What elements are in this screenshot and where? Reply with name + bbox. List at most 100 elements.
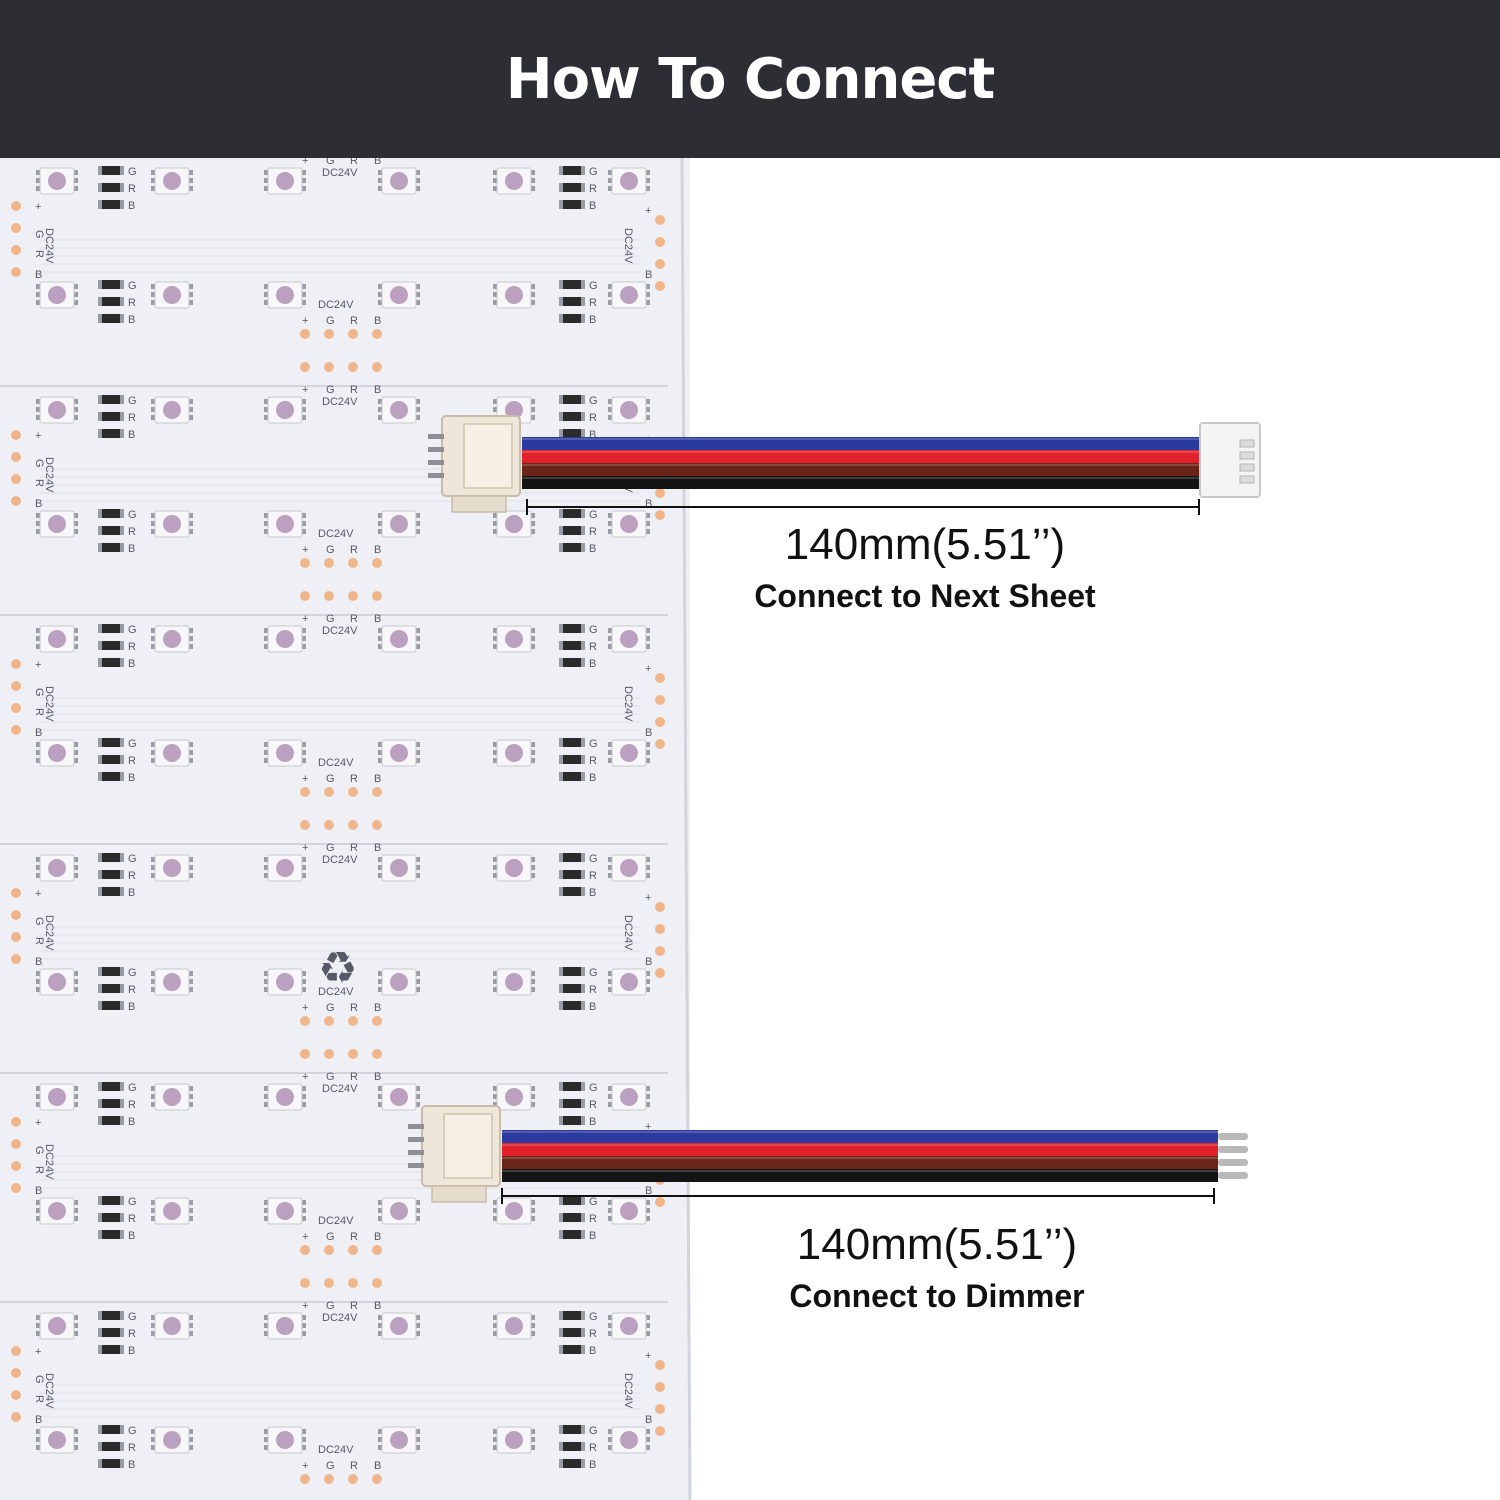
led-lead (36, 1216, 40, 1221)
resistor-lead (559, 526, 563, 535)
resistor-lead (98, 297, 102, 306)
resistor-lead (98, 1230, 102, 1239)
led-lead (151, 170, 155, 175)
resistor-lead (98, 984, 102, 993)
pin-label: B (35, 727, 42, 739)
recycle-icon: ♻ (318, 944, 357, 993)
led-lead (531, 529, 535, 534)
resistor-lead (581, 772, 585, 781)
solder-pad (324, 329, 334, 339)
led-lead (36, 873, 40, 878)
resistor-lead (98, 1328, 102, 1337)
led-lead (151, 750, 155, 755)
resistor (563, 984, 581, 993)
led-lead (74, 407, 78, 412)
led-lens (390, 859, 408, 877)
resistor-lead (559, 658, 563, 667)
led-lead (264, 407, 268, 412)
led-lead (416, 644, 420, 649)
led-lead (646, 300, 650, 305)
led-lead (36, 750, 40, 755)
led-lead (646, 1208, 650, 1213)
resistor (102, 1082, 120, 1091)
resistor-lead (98, 1345, 102, 1354)
led-lead (36, 1437, 40, 1442)
led-lead (531, 407, 535, 412)
led-lead (378, 300, 382, 305)
led-lead (531, 1437, 535, 1442)
resistor-pin-label: G (128, 738, 137, 750)
page-title: How To Connect (505, 46, 996, 112)
resistor (102, 641, 120, 650)
resistor-pin-label: R (589, 1213, 597, 1225)
resistor-lead (559, 395, 563, 404)
resistor-pin-label: R (128, 297, 136, 309)
resistor (102, 509, 120, 518)
solder-pad (655, 444, 665, 454)
rgb-led (493, 167, 535, 195)
led-lead (493, 1429, 497, 1434)
led-lead (378, 636, 382, 641)
resistor (563, 1196, 581, 1205)
led-lead (189, 636, 193, 641)
resistor-lead (120, 543, 124, 552)
led-lead (378, 1331, 382, 1336)
resistor-lead (581, 1099, 585, 1108)
led-lead (151, 1102, 155, 1107)
pin-label: + (35, 1346, 41, 1358)
led-lead (608, 1200, 612, 1205)
resistor (102, 984, 120, 993)
led-lead (493, 284, 497, 289)
led-lens (505, 515, 523, 533)
resistor (102, 1213, 120, 1222)
solder-pad (348, 1016, 358, 1026)
led-lead (531, 1323, 535, 1328)
resistor-lead (120, 200, 124, 209)
led-lead (302, 742, 306, 747)
solder-pad (655, 717, 665, 727)
resistor-lead (581, 1442, 585, 1451)
led-lens (48, 401, 66, 419)
rgb-led (264, 396, 306, 424)
resistor (102, 526, 120, 535)
rgb-led (264, 167, 306, 195)
resistor (563, 412, 581, 421)
resistor-pin-label: G (589, 1311, 598, 1323)
resistor (563, 738, 581, 747)
resistor-pin-label: B (128, 1230, 135, 1242)
led-lead (302, 1315, 306, 1320)
rgb-led (493, 1312, 535, 1340)
led-lead (264, 1102, 268, 1107)
solder-pad (655, 968, 665, 978)
led-lead (646, 636, 650, 641)
led-lead (302, 529, 306, 534)
resistor-lead (581, 887, 585, 896)
led-lead (151, 1216, 155, 1221)
led-lead (189, 1445, 193, 1450)
resistor (102, 1425, 120, 1434)
led-lens (48, 1317, 66, 1335)
resistor (563, 1116, 581, 1125)
resistor-lead (98, 1442, 102, 1451)
led-lead (302, 1331, 306, 1336)
solder-pad (324, 787, 334, 797)
rgb-led (36, 167, 78, 195)
voltage-label: DC24V (43, 457, 55, 493)
rgb-led (36, 281, 78, 309)
resistor-lead (120, 984, 124, 993)
led-lead (646, 857, 650, 862)
led-lead (189, 399, 193, 404)
pin-label: R (350, 1071, 358, 1083)
led-lead (646, 292, 650, 297)
led-lens (163, 744, 181, 762)
led-lead (416, 1208, 420, 1213)
resistor-lead (98, 1116, 102, 1125)
solder-pad (372, 591, 382, 601)
voltage-label: DC24V (622, 1144, 634, 1180)
resistor-lead (120, 624, 124, 633)
resistor (563, 1001, 581, 1010)
led-lead (74, 742, 78, 747)
led-lead (36, 300, 40, 305)
led-lens (390, 515, 408, 533)
voltage-label: DC24V (322, 1083, 358, 1095)
